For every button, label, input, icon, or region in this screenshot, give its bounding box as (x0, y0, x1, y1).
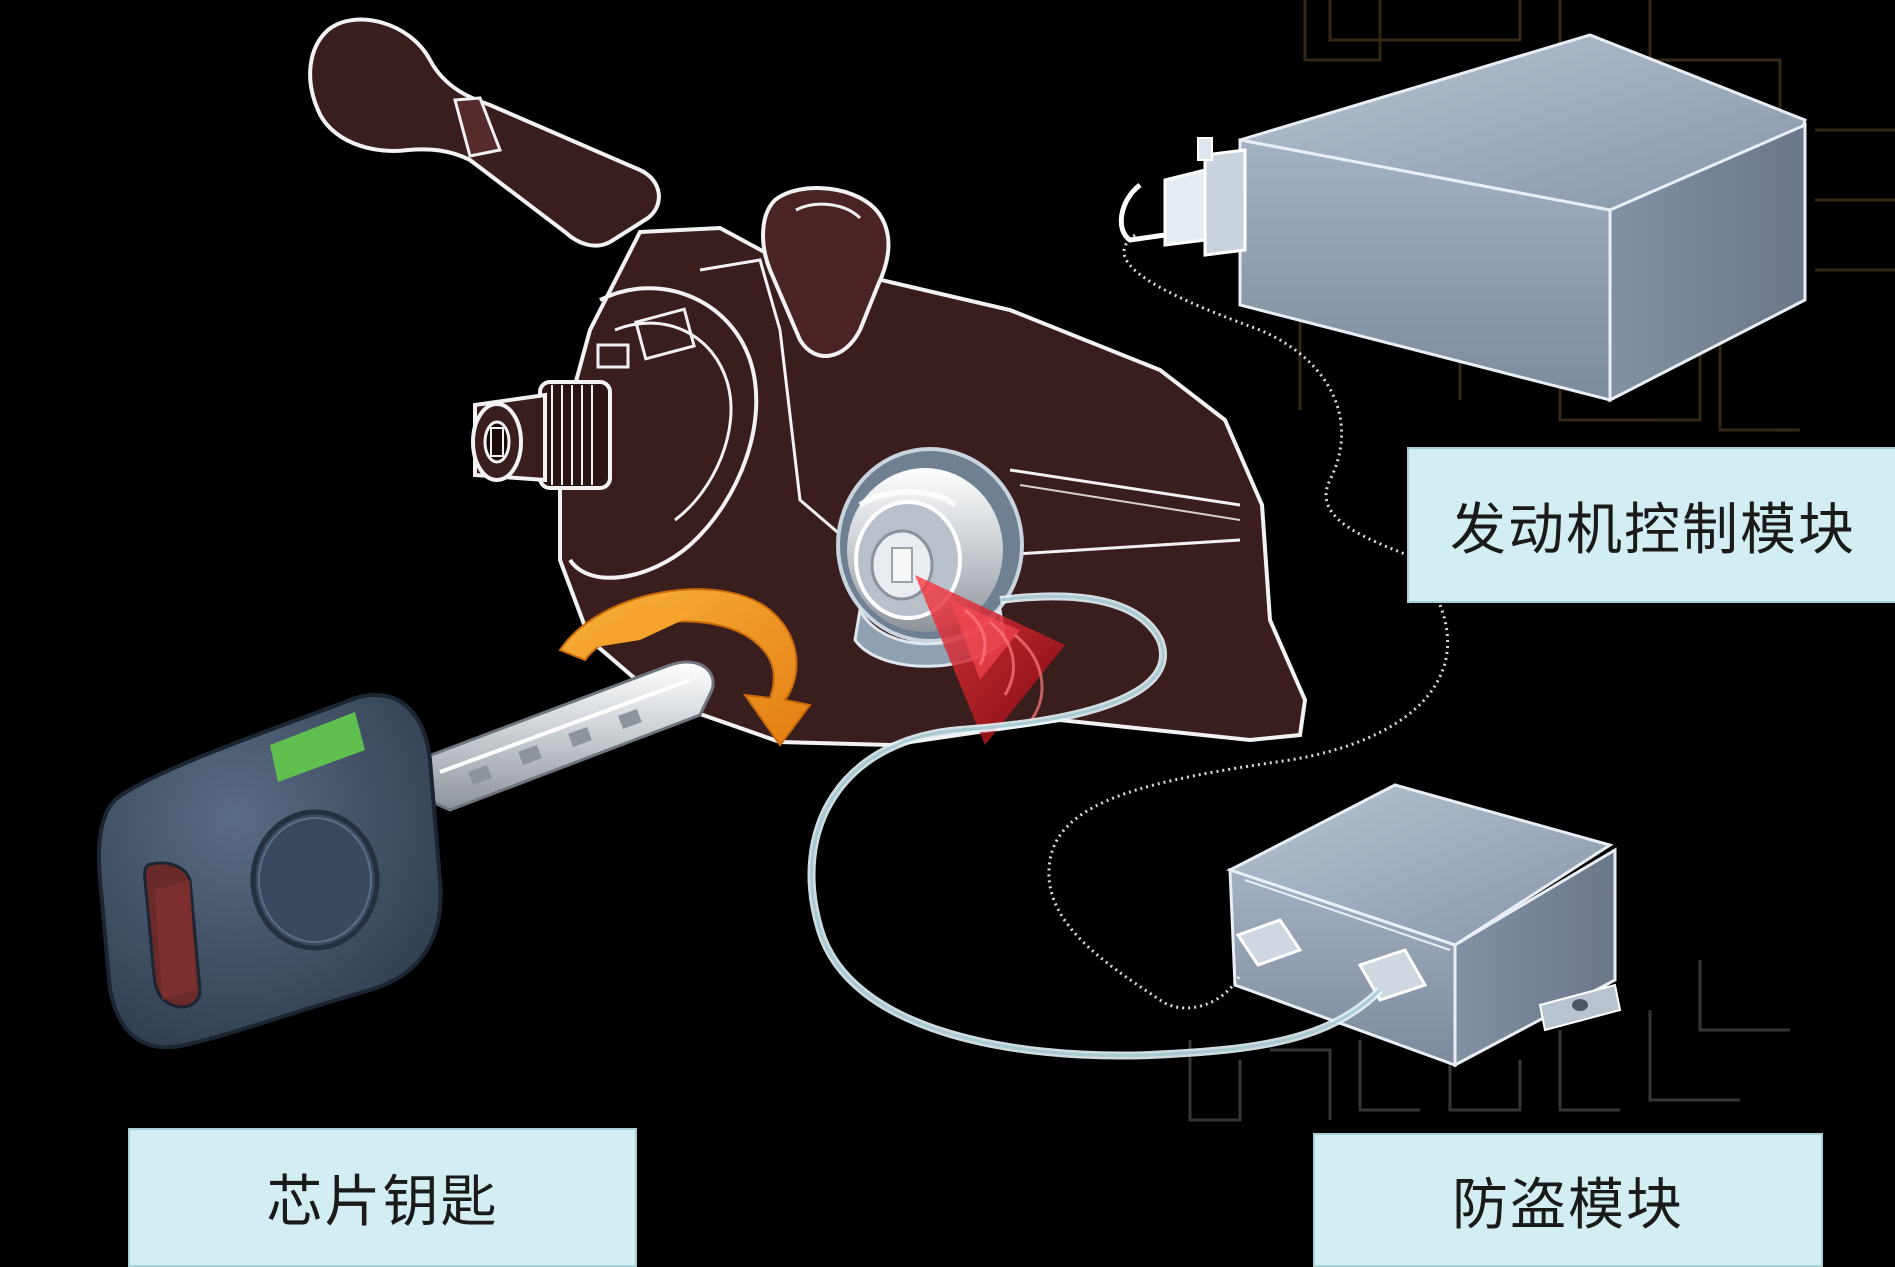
chip-key-label: 芯片钥匙 (128, 1128, 637, 1267)
steering-shaft (471, 380, 612, 490)
immobilizer-module (1226, 783, 1622, 1068)
curved-rotation-arrow-icon (558, 588, 812, 747)
transponder-key-icon (96, 693, 443, 1050)
immobilizer-module-label-text: 防盗模块 (1452, 1172, 1684, 1238)
engine-control-module (1118, 33, 1807, 403)
background-schematic-lower (1188, 960, 1790, 1122)
chip-key-label-text: 芯片钥匙 (266, 1170, 499, 1235)
rf-signal-beam-icon (915, 575, 1065, 745)
key-blade (416, 660, 715, 812)
engine-control-module-label-text: 发动机控制模块 (1450, 497, 1856, 563)
immobilizer-module-label: 防盗模块 (1313, 1133, 1823, 1267)
engine-control-module-label: 发动机控制模块 (1407, 447, 1895, 603)
wire-to-engine-module (1122, 233, 1421, 562)
